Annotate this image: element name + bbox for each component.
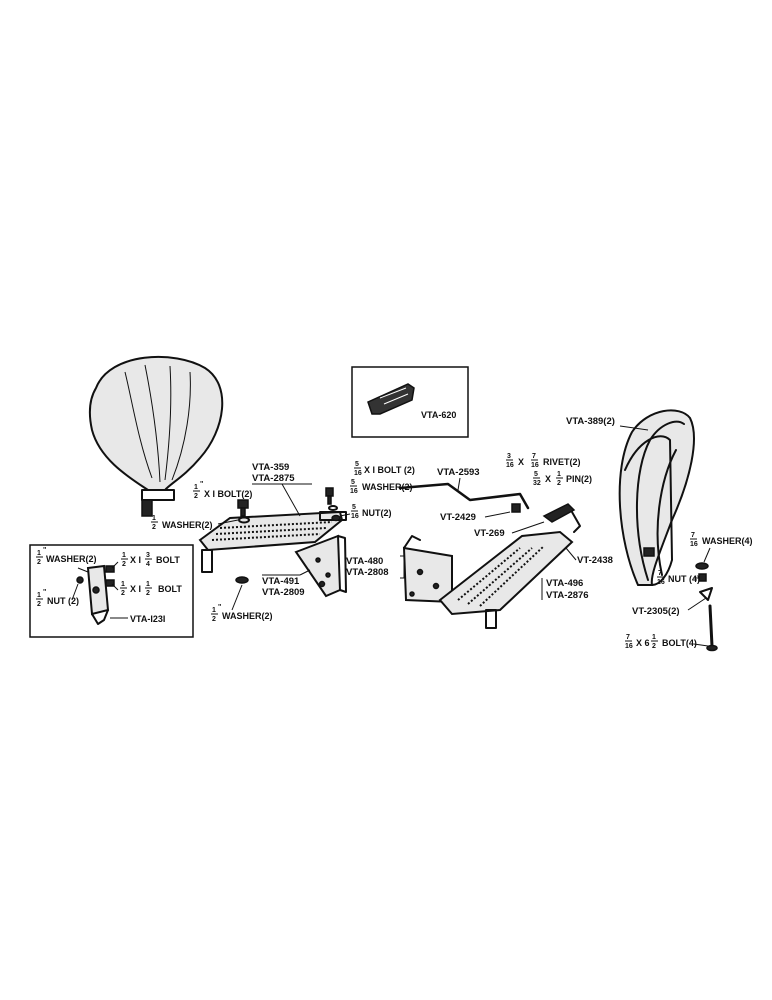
label-vta-2875: VTA-2875	[252, 473, 295, 484]
label-5-16-nut: NUT(2)	[362, 508, 392, 518]
label-inset-nut: NUT (2)	[47, 596, 79, 606]
label-vta-496: VTA-496	[546, 578, 583, 589]
label-vta-359: VTA-359	[252, 462, 289, 473]
svg-text:X I: X I	[130, 555, 141, 565]
svg-text:1: 1	[212, 607, 216, 614]
svg-text:16: 16	[657, 579, 665, 586]
left-bracket	[294, 534, 347, 598]
inset-vta-1231: 1 2 " WASHER(2) 1 2 X I 3 4 BOLT 1 2 X I…	[29, 544, 194, 638]
svg-text:16: 16	[354, 470, 362, 477]
fender-illustration: VTA-389(2)	[566, 409, 695, 586]
svg-text:": "	[218, 604, 221, 611]
seat-illustration	[88, 355, 224, 517]
label-7-16-bolt: BOLT(4)	[662, 638, 697, 648]
svg-text:2: 2	[212, 616, 216, 623]
svg-text:3: 3	[146, 552, 150, 559]
svg-text:1: 1	[122, 552, 126, 559]
svg-text:16: 16	[350, 488, 358, 495]
inset-vta-620: VTA-620	[351, 366, 469, 438]
label-vta-2593: VTA-2593	[437, 467, 480, 478]
label-inset-bolt-34: BOLT	[156, 555, 180, 565]
svg-text:7: 7	[626, 634, 630, 641]
svg-text:1: 1	[557, 471, 561, 478]
label-7-16-washer: WASHER(4)	[702, 536, 753, 546]
svg-text:1: 1	[652, 634, 656, 641]
svg-text:2: 2	[557, 480, 561, 487]
label-vta-1231: VTA-I23I	[130, 614, 165, 624]
svg-text:X: X	[545, 474, 551, 484]
svg-text:2: 2	[152, 524, 156, 531]
svg-text:5: 5	[355, 461, 359, 468]
hardware	[235, 487, 718, 652]
svg-text:2: 2	[121, 590, 125, 597]
svg-text:16: 16	[625, 643, 633, 650]
svg-text:1: 1	[37, 550, 41, 557]
svg-text:16: 16	[531, 462, 539, 469]
label-5-16-washer: WASHER(2)	[362, 482, 413, 492]
svg-text:2: 2	[122, 561, 126, 568]
label-vta-2809: VTA-2809	[262, 587, 305, 598]
svg-text:1: 1	[121, 581, 125, 588]
rod	[398, 482, 530, 510]
svg-text:32: 32	[533, 480, 541, 487]
svg-text:1: 1	[152, 515, 156, 522]
svg-text:5: 5	[351, 479, 355, 486]
svg-text:X I: X I	[130, 584, 141, 594]
svg-text:2: 2	[194, 493, 198, 500]
label-vta-491: VTA-491	[262, 576, 300, 587]
svg-text:16: 16	[506, 462, 514, 469]
label-inset-washer: WASHER(2)	[46, 554, 97, 564]
label-half-x1-bolt: X I BOLT(2)	[204, 489, 252, 499]
left-floor-plate	[198, 510, 347, 573]
label-half-washer-bottom: WASHER(2)	[222, 611, 273, 621]
label-inset-bolt-112: BOLT	[158, 584, 182, 594]
svg-text:1: 1	[146, 581, 150, 588]
callouts: VTA-359 VTA-2875 1 2 " X I BOLT(2) 1 2 W…	[151, 453, 753, 650]
svg-text:3: 3	[507, 453, 511, 460]
label-7-16-nut: NUT (4)	[668, 574, 700, 584]
pedal	[511, 503, 581, 533]
label-vt-2438: VT-2438	[577, 555, 613, 566]
svg-text:2: 2	[37, 559, 41, 566]
label-vta-480: VTA-480	[346, 556, 383, 567]
svg-text:2: 2	[37, 601, 41, 608]
svg-text:2: 2	[652, 643, 656, 650]
svg-text:16: 16	[690, 541, 698, 548]
label-vt-269: VT-269	[474, 528, 505, 539]
right-floor-plate	[438, 530, 574, 629]
label-5-16-bolt: X I BOLT (2)	[364, 465, 415, 475]
label-vta-2808: VTA-2808	[346, 567, 389, 578]
svg-text:X: X	[518, 457, 524, 467]
svg-text:5: 5	[534, 471, 538, 478]
svg-text:": "	[200, 481, 203, 488]
svg-text:2: 2	[146, 590, 150, 597]
label-vt-2429: VT-2429	[440, 512, 476, 523]
svg-text:": "	[43, 547, 46, 554]
svg-text:": "	[43, 589, 46, 596]
label-vta-389: VTA-389(2)	[566, 416, 615, 427]
label-vta-2876: VTA-2876	[546, 590, 589, 601]
label-vt-2305: VT-2305(2)	[632, 606, 680, 617]
svg-text:5: 5	[352, 504, 356, 511]
svg-text:16: 16	[351, 513, 359, 520]
svg-text:1: 1	[194, 484, 198, 491]
svg-text:4: 4	[146, 561, 150, 568]
svg-text:X 6: X 6	[636, 638, 650, 648]
label-half-washer-top: WASHER(2)	[162, 520, 213, 530]
svg-text:7: 7	[691, 532, 695, 539]
svg-text:7: 7	[532, 453, 536, 460]
label-vta-620: VTA-620	[421, 410, 456, 420]
svg-text:1: 1	[37, 592, 41, 599]
right-bracket	[402, 535, 453, 604]
label-rivet: RIVET(2)	[543, 457, 581, 467]
label-pin: PIN(2)	[566, 474, 592, 484]
svg-text:7: 7	[658, 570, 662, 577]
